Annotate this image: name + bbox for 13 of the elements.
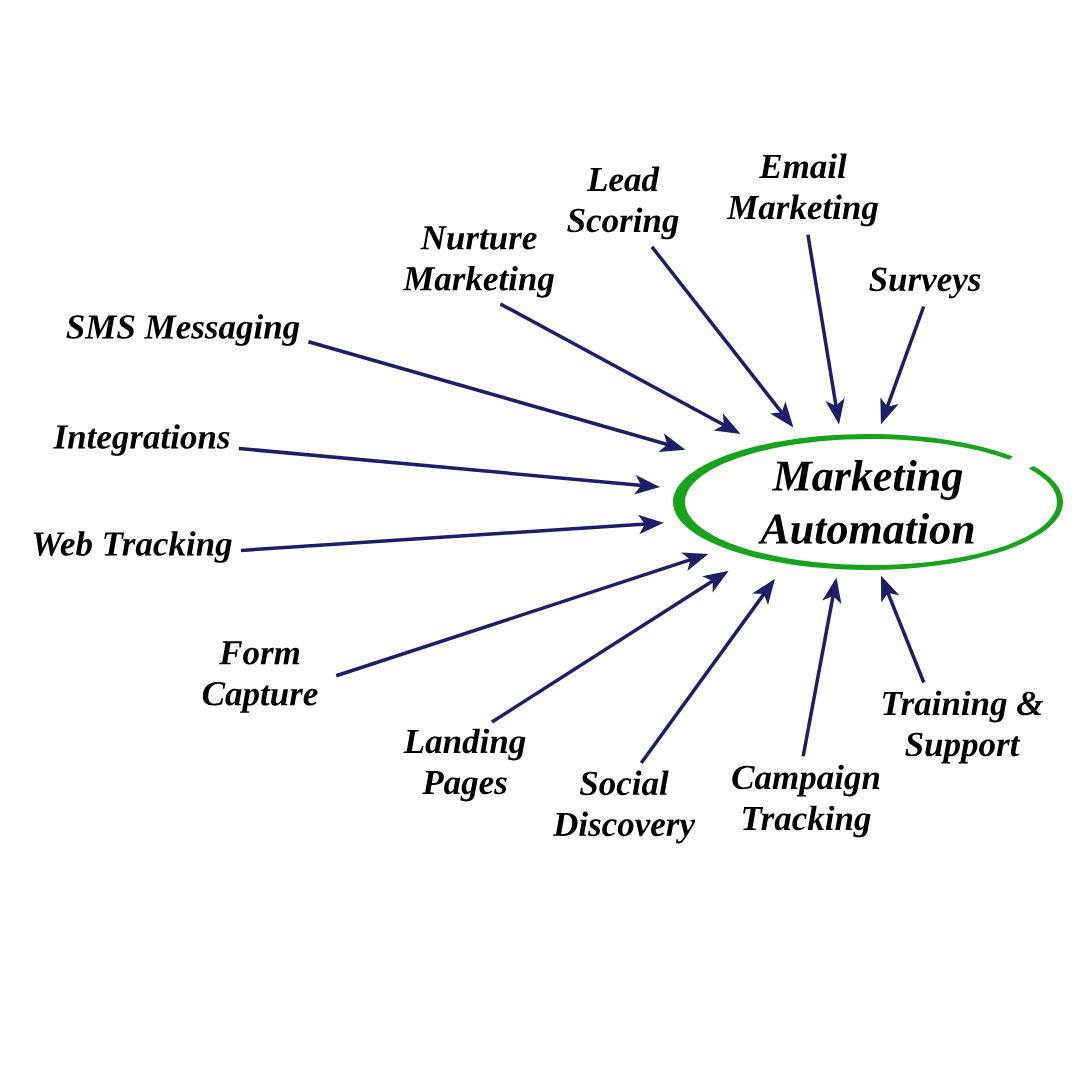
topic-label: Form Capture	[202, 641, 318, 713]
topic-label: Campaign Tracking	[732, 764, 880, 838]
topic-label: Lead Scoring	[567, 166, 679, 240]
topic-label: Email Marketing	[726, 153, 878, 227]
topic-label: Surveys	[869, 267, 981, 299]
loop-highlight: Marketing Automation	[673, 434, 1063, 570]
topic-label: SMS Messaging	[66, 314, 300, 346]
topic-label: Social Discovery	[552, 770, 696, 844]
topic-label: Landing Pages	[403, 728, 526, 802]
topic-label: Training & Support	[883, 690, 1044, 764]
topic-label: Nurture Marketing	[402, 226, 554, 298]
topic-label: Web Tracking	[33, 531, 232, 563]
topic-label: Integrations	[53, 424, 230, 456]
